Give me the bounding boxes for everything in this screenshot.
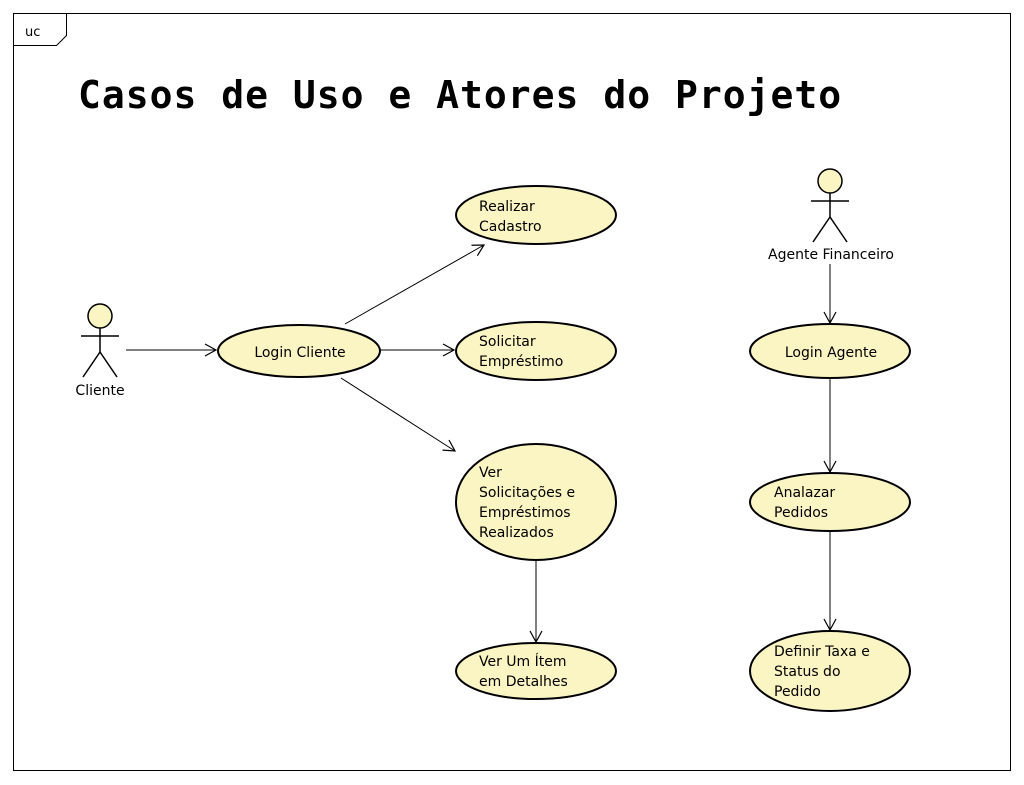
usecase-label: Solicitar Empréstimo	[479, 334, 563, 370]
actor-agente-label: Agente Financeiro	[768, 247, 894, 263]
usecase-login-cliente: Login Cliente	[217, 324, 381, 378]
usecase-label: Realizar Cadastro	[479, 199, 542, 235]
actor-agente-head	[817, 168, 843, 194]
usecase-ver-solicitacoes: Ver Solicitações e Empréstimos Realizado…	[455, 443, 617, 561]
usecase-ver-item: Ver Um Ítem em Detalhes	[455, 642, 617, 700]
frame-tab	[13, 13, 67, 46]
usecase-label: Ver Um Ítem em Detalhes	[479, 653, 571, 690]
usecase-analisar-pedidos: Analazar Pedidos	[749, 472, 911, 532]
usecase-label: Login Cliente	[254, 345, 345, 361]
usecase-label: Analazar Pedidos	[774, 485, 840, 521]
actor-cliente-label: Cliente	[75, 383, 124, 399]
usecase-label: Login Agente	[785, 345, 877, 361]
connections	[126, 244, 837, 644]
actor-agente-financeiro: Agente Financeiro	[768, 168, 894, 263]
usecase-realizar-cadastro: Realizar Cadastro	[455, 185, 617, 245]
edge-login-realizar-cadastro	[344, 244, 486, 325]
usecase-solicitar-emprestimo: Solicitar Empréstimo	[455, 321, 617, 381]
actor-cliente-head	[87, 303, 113, 329]
actor-cliente: Cliente	[75, 303, 125, 399]
usecase-label: Ver Solicitações e Empréstimos Realizado…	[479, 465, 580, 541]
usecase-login-agente: Login Agente	[749, 323, 911, 379]
usecase-label: Definir Taxa e Status do Pedido	[774, 644, 874, 700]
usecase-definir-taxa: Definir Taxa e Status do Pedido	[749, 630, 911, 712]
frame-tag-label: uc	[25, 25, 40, 40]
diagram-title: Casos de Uso e Atores do Projeto	[78, 73, 842, 117]
edge-login-ver-solicitacoes	[340, 377, 457, 452]
